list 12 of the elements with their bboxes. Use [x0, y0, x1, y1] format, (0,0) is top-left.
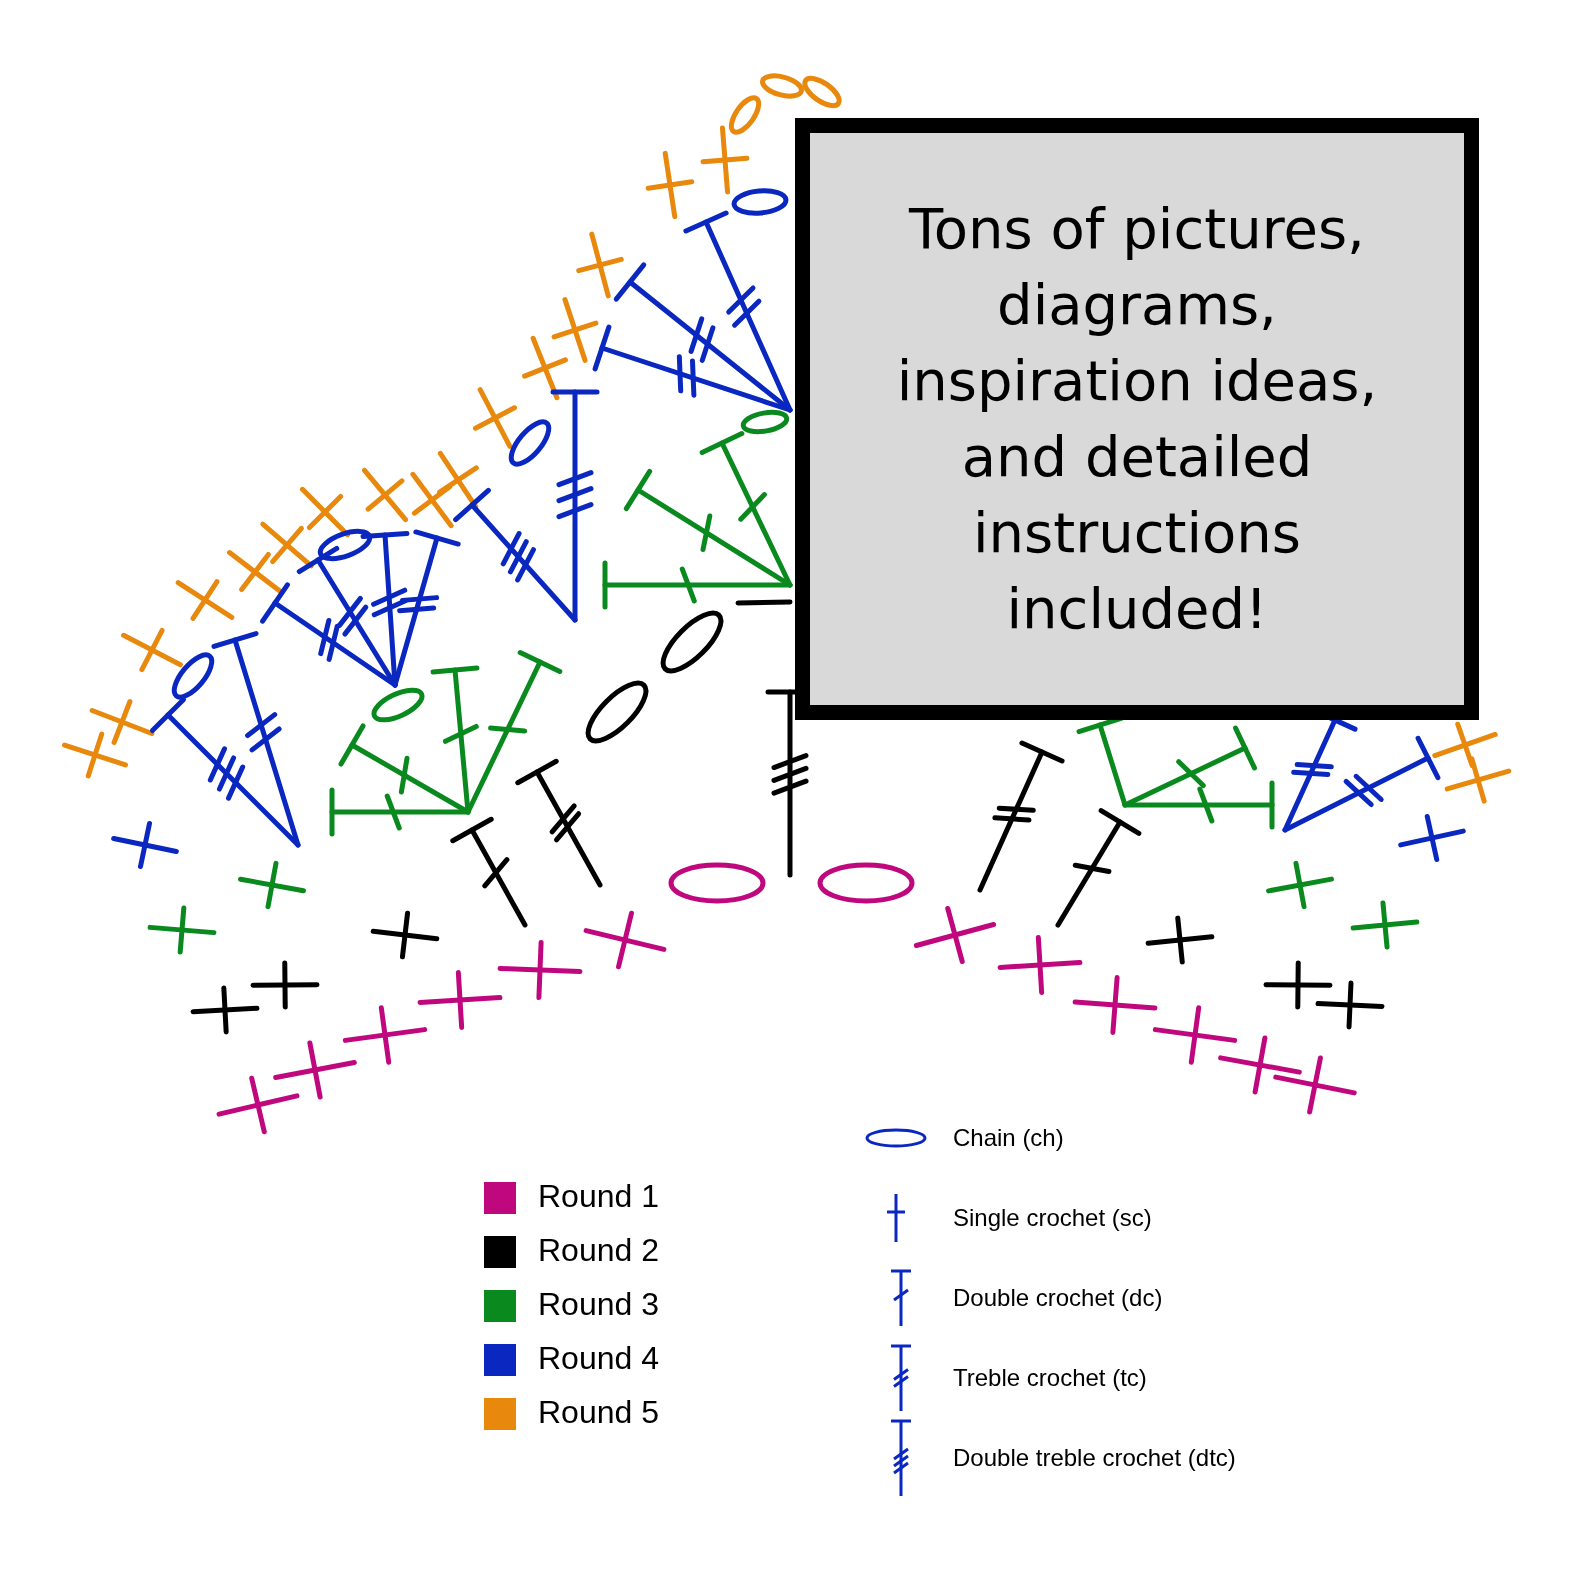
- legend-label: Round 3: [538, 1286, 659, 1323]
- callout-text: Tons of pictures, diagrams, inspiration ideas, and detailed instructions included!: [895, 195, 1379, 643]
- legend-label: Single crochet (sc): [953, 1204, 1152, 1232]
- legend-label: Double crochet (dc): [953, 1284, 1163, 1312]
- legend-label: Chain (ch): [953, 1124, 1064, 1152]
- legend-label: Round 5: [538, 1394, 659, 1431]
- legend-label: Round 4: [538, 1340, 659, 1377]
- legend-label: Round 2: [538, 1232, 659, 1269]
- legend-label: Round 1: [538, 1178, 659, 1215]
- legend-label: Double treble crochet (dtc): [953, 1444, 1236, 1472]
- legend-label: Treble crochet (tc): [953, 1364, 1147, 1392]
- callout-box: [795, 118, 1479, 720]
